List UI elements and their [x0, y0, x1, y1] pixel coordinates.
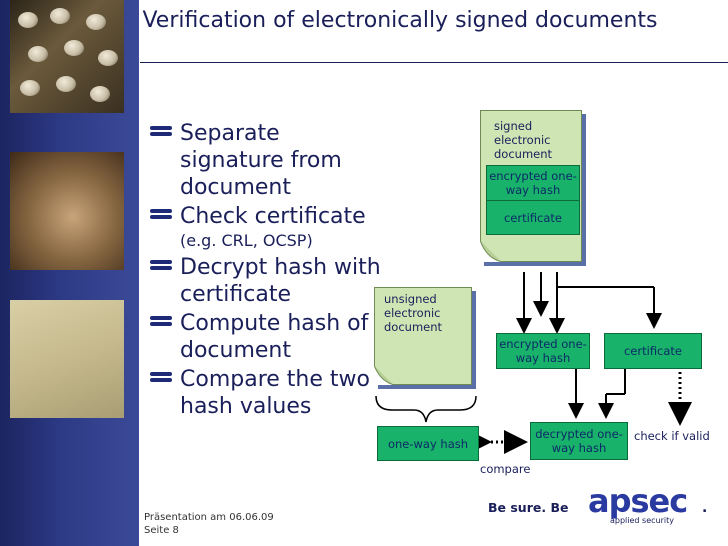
- one-way-hash-box: one-way hash: [377, 426, 479, 461]
- logo-wordmark: apsec: [588, 482, 688, 520]
- stack-bullet-icon: [150, 126, 172, 142]
- bullet-item: Decrypt hash with certificate: [150, 254, 390, 308]
- bullet-item: Compute hash of document: [150, 310, 390, 364]
- slogan-period: .: [702, 500, 708, 516]
- bullet-item: Separate signature from document: [150, 120, 390, 201]
- bullet-item: Check certificate (e.g. CRL, OCSP): [150, 203, 390, 252]
- typewriter-keys-photo: [10, 0, 124, 113]
- compare-label: compare: [480, 462, 531, 476]
- certificate-box-top: certificate: [486, 200, 580, 235]
- stack-bullet-icon: [150, 372, 172, 388]
- signed-document-label: signed electronic document: [494, 119, 553, 161]
- decrypted-hash-box: decrypted one-way hash: [530, 422, 628, 460]
- presentation-date: Präsentation am 06.06.09: [144, 512, 274, 523]
- bullet-item: Compare the two hash values: [150, 366, 390, 420]
- check-if-valid-label: check if valid: [634, 429, 710, 443]
- stack-bullet-icon: [150, 316, 172, 332]
- page-number: Seite 8: [144, 525, 179, 536]
- encrypted-hash-box: encrypted one-way hash: [496, 333, 590, 369]
- encrypted-hash-box-top: encrypted one-way hash: [486, 165, 580, 201]
- bullet-subtext: (e.g. CRL, OCSP): [180, 231, 313, 250]
- bullet-list: Separate signature from document Check c…: [150, 120, 390, 422]
- logo-tagline: applied security: [610, 516, 674, 525]
- apsec-logo: apsec applied security: [588, 482, 700, 526]
- wax-seal-photo: [10, 152, 124, 270]
- certificate-box: certificate: [604, 333, 702, 369]
- old-document-photo: [10, 300, 124, 418]
- folded-corner-icon: [374, 365, 394, 385]
- folded-corner-icon: [480, 240, 502, 262]
- sidebar-image-strip: [0, 0, 139, 546]
- title-divider: [140, 62, 728, 63]
- unsigned-document-label: unsigned electronic document: [384, 292, 443, 334]
- stack-bullet-icon: [150, 260, 172, 276]
- unsigned-document: [374, 287, 472, 385]
- page-title: Verification of electronically signed do…: [142, 8, 658, 33]
- slogan: Be sure. Be: [488, 500, 569, 515]
- stack-bullet-icon: [150, 209, 172, 225]
